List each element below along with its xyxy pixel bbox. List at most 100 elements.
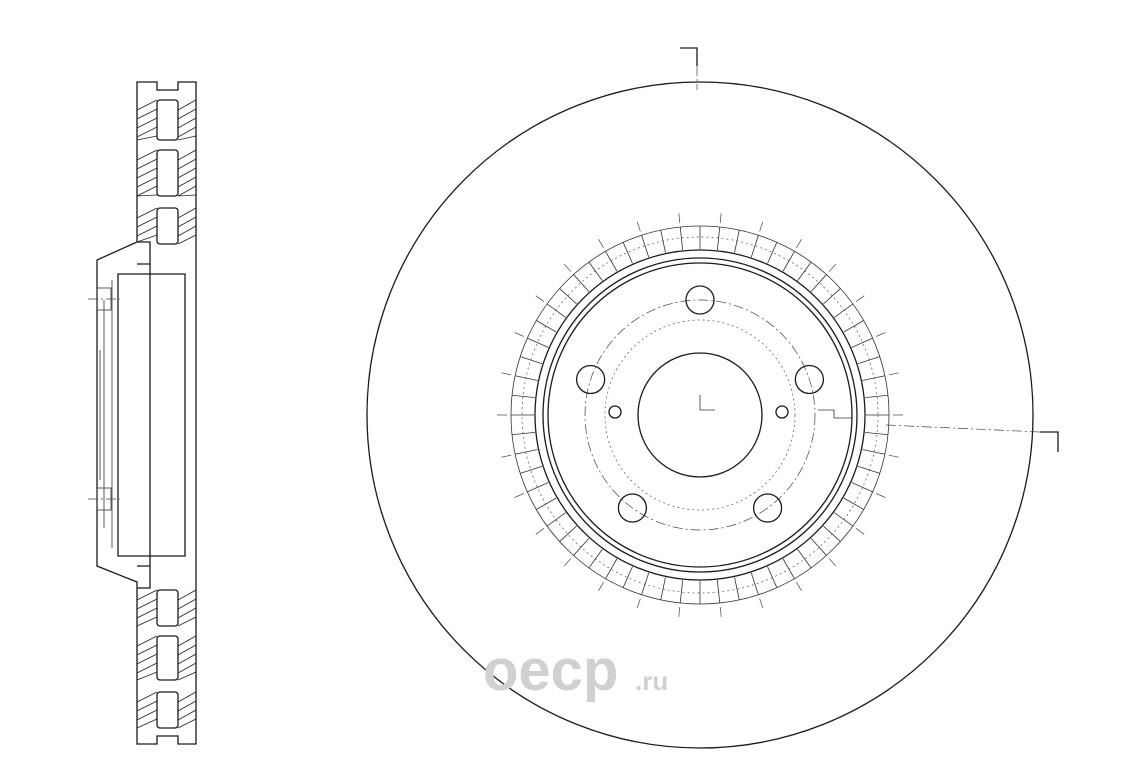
edge-slot-tick xyxy=(598,581,604,591)
watermark-tld-text: .ru xyxy=(635,666,668,696)
hat-ring-outer xyxy=(534,249,866,581)
disc-front-view xyxy=(366,47,1059,749)
vent-vane-inner xyxy=(621,95,658,232)
edge-slot-tick xyxy=(501,454,512,458)
hatch-line xyxy=(177,671,197,681)
edge-slot-line xyxy=(851,337,873,348)
hatch-line xyxy=(136,589,158,601)
edge-slot-line xyxy=(515,449,538,455)
edge-slot-tick xyxy=(535,295,545,302)
bolt-hole xyxy=(685,285,715,315)
hatch-line xyxy=(177,691,197,703)
edge-slot-line xyxy=(679,580,684,604)
edge-slot-line xyxy=(660,230,666,253)
edge-slot-line xyxy=(536,320,557,333)
edge-slot-line xyxy=(679,226,684,250)
vent-vane-inner xyxy=(746,130,853,224)
vent-vane-inner xyxy=(671,94,738,220)
vent-vane-inner xyxy=(833,236,971,271)
edge-slot-tick xyxy=(759,221,764,232)
vent-vane-inner xyxy=(721,113,816,219)
bolt-hole xyxy=(575,364,606,395)
section-outline xyxy=(96,81,197,745)
edge-slot-line xyxy=(716,580,721,604)
edge-slot-tick xyxy=(876,493,886,498)
edge-slot-line xyxy=(767,242,778,264)
hatch-line xyxy=(177,589,197,601)
hatch-line xyxy=(177,616,197,627)
edge-slot-tick xyxy=(535,528,545,535)
hatch-line xyxy=(136,167,158,179)
vent-channel xyxy=(156,99,179,141)
edge-slots xyxy=(497,213,903,617)
locating-pin-hole xyxy=(775,405,789,419)
hatch-line xyxy=(136,607,158,619)
edge-slot-tick xyxy=(876,332,886,337)
edge-slot-tick xyxy=(514,493,524,498)
edge-slot-line xyxy=(527,482,549,493)
edge-slot-line xyxy=(797,549,812,569)
edge-slot-line xyxy=(797,261,812,281)
edge-slot-tick xyxy=(888,454,899,458)
edge-slot-line xyxy=(716,226,721,250)
edge-slot-line xyxy=(622,242,633,264)
vent-vanes xyxy=(621,92,990,289)
hatch-line xyxy=(136,644,158,656)
edge-slot-line xyxy=(865,431,889,436)
edge-slot-line xyxy=(559,525,577,542)
hatch-line xyxy=(177,149,197,161)
hatch-line xyxy=(136,234,158,243)
vent-channel xyxy=(156,691,179,729)
edge-slot-line xyxy=(823,525,841,542)
edge-slot-line xyxy=(559,288,577,305)
hatch-line xyxy=(177,709,197,721)
hatch-line xyxy=(177,194,197,197)
disc-outer-edge xyxy=(366,81,1034,749)
hatch-line xyxy=(177,718,197,729)
edge-slot-line xyxy=(588,549,603,569)
edge-slot-line xyxy=(622,566,633,588)
edge-slot-line xyxy=(843,497,864,510)
hatch-line xyxy=(177,167,197,179)
hatch-line xyxy=(177,225,197,237)
edge-slot-tick xyxy=(759,598,764,609)
hatch-line xyxy=(136,117,158,129)
edge-slot-line xyxy=(862,449,885,455)
edge-slot-line xyxy=(641,572,650,595)
hatch-line xyxy=(136,718,158,729)
hatch-line xyxy=(177,598,197,610)
edge-slot-line xyxy=(515,375,538,381)
bolt-circle xyxy=(584,299,816,531)
edge-slot-tick xyxy=(563,558,572,567)
edge-slot-line xyxy=(660,577,666,600)
hatch-line xyxy=(136,185,158,197)
hatch-line xyxy=(177,99,197,111)
hatch-line xyxy=(177,185,197,197)
hatch-line xyxy=(177,108,197,120)
edge-slot-line xyxy=(511,431,535,436)
edge-slot-line xyxy=(734,230,740,253)
hatch-line xyxy=(136,207,158,219)
hatch-line xyxy=(177,234,197,245)
hatch-line xyxy=(136,700,158,712)
edge-slot-line xyxy=(527,337,549,348)
disc-side-section-view xyxy=(88,81,197,745)
hatch-line xyxy=(136,225,158,237)
hatch-line xyxy=(136,194,158,197)
edge-slot-line xyxy=(536,497,557,510)
bolt-hole xyxy=(794,364,825,395)
hatch-line xyxy=(177,207,197,219)
edge-slot-line xyxy=(511,394,535,399)
edge-slot-line xyxy=(843,320,864,333)
vent-vane-inner xyxy=(814,205,946,255)
edge-slot-line xyxy=(546,512,566,527)
edge-slot-tick xyxy=(501,372,512,376)
bolt-hole xyxy=(617,493,648,523)
edge-slot-line xyxy=(734,577,740,600)
vent-vane-inner xyxy=(850,266,990,289)
locating-pin-hole xyxy=(608,405,622,419)
edge-slot-line xyxy=(834,303,854,318)
hatch-line xyxy=(177,176,197,188)
edge-slot-line xyxy=(750,572,759,595)
edge-slot-tick xyxy=(678,606,681,617)
